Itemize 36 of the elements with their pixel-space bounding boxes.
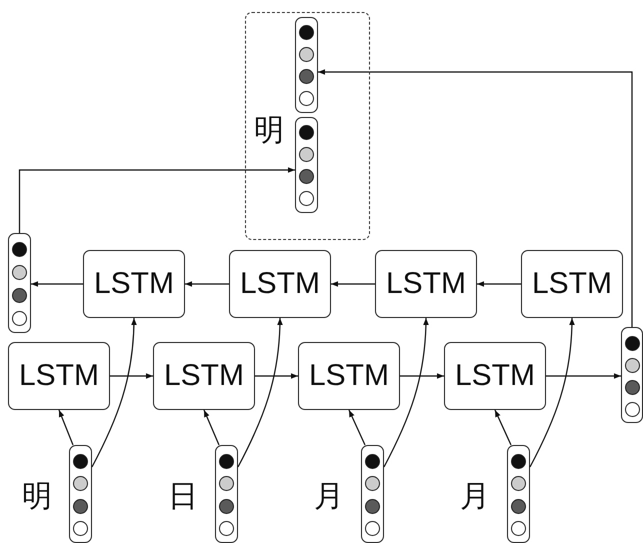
lstm-box: LSTM (83, 250, 185, 318)
character-label: 明 (22, 482, 52, 512)
arrow (477, 281, 521, 287)
arrow (255, 373, 298, 379)
arrow (546, 373, 621, 379)
arrow (318, 69, 633, 327)
character-label: 月 (460, 482, 490, 512)
vector-column (294, 16, 318, 113)
arrow (237, 318, 283, 468)
arrow (185, 281, 229, 287)
arrow (331, 281, 375, 287)
vector-column (621, 327, 643, 423)
vector-column (8, 233, 31, 333)
arrow (31, 281, 83, 287)
lstm-box: LSTM (153, 342, 255, 410)
lstm-box: LSTM (229, 250, 331, 318)
arrow (400, 373, 444, 379)
arrow (348, 410, 366, 446)
lstm-box: LSTM (8, 342, 110, 410)
lstm-box: LSTM (444, 342, 546, 410)
vector-column (294, 116, 318, 213)
lstm-box: LSTM (375, 250, 477, 318)
lstm-box: LSTM (521, 250, 623, 318)
arrow (58, 410, 74, 446)
arrow (383, 318, 429, 468)
dashed-group-box (245, 12, 370, 240)
character-label: 明 (254, 116, 284, 146)
arrow (203, 410, 220, 446)
arrow (529, 318, 575, 468)
arrow (494, 410, 512, 446)
arrow (91, 318, 137, 468)
arrow (18, 167, 295, 233)
character-label: 月 (314, 482, 344, 512)
lstm-box: LSTM (298, 342, 400, 410)
character-label: 日 (168, 482, 198, 512)
arrow (110, 373, 153, 379)
